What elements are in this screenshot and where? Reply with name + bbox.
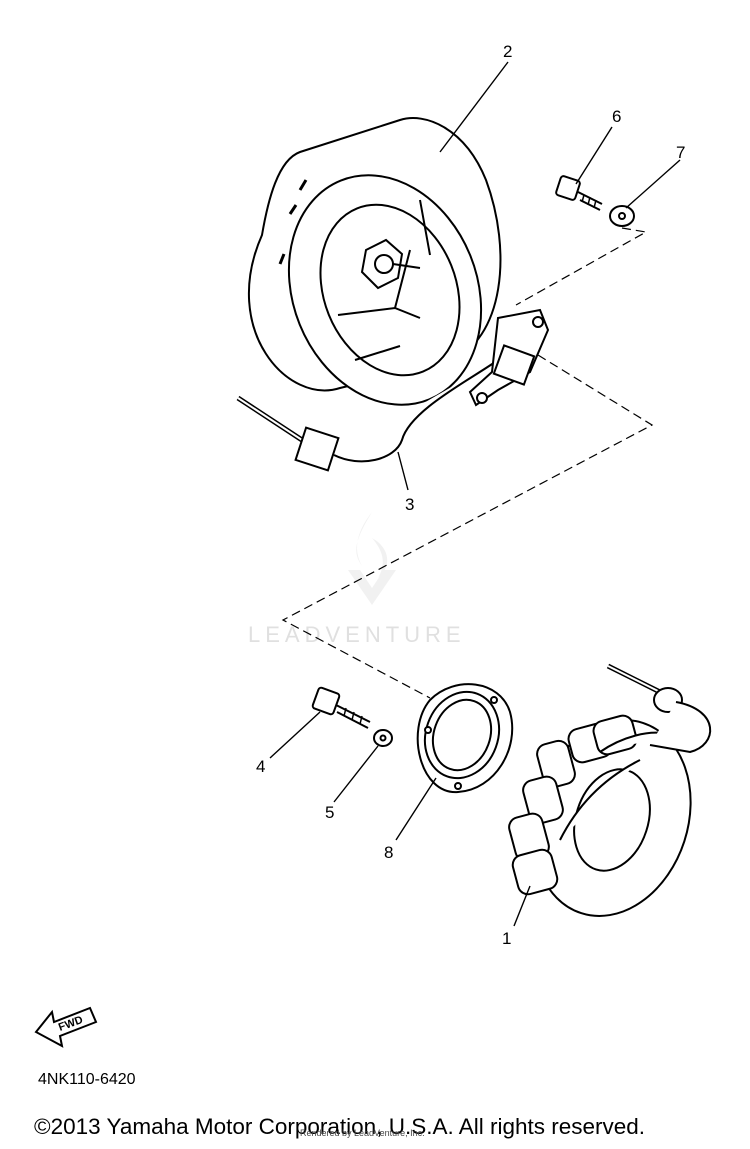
part-code: 4NK110-6420 <box>38 1071 136 1088</box>
rendered-by-note: Rendered by LeadVenture, Inc. <box>300 1128 425 1138</box>
callout-5: 5 <box>325 803 334 822</box>
callout-4: 4 <box>256 757 265 776</box>
bolt-6 <box>555 175 603 211</box>
stator-1 <box>508 663 712 917</box>
fwd-arrow-icon: FWD <box>34 1006 98 1048</box>
callout-6: 6 <box>612 107 621 126</box>
bolt-4 <box>311 686 371 729</box>
washer-5 <box>373 729 393 747</box>
callout-1: 1 <box>502 929 511 948</box>
callout-3: 3 <box>405 495 414 514</box>
callout-2: 2 <box>503 42 512 61</box>
callout-8: 8 <box>384 843 393 862</box>
watermark-logo <box>348 512 396 605</box>
copyright-notice: ©2013 Yamaha Motor Corporation, U.S.A. A… <box>34 1114 646 1139</box>
assembly-lines <box>281 227 654 699</box>
leader-lines <box>269 61 681 927</box>
watermark-text: LEADVENTURE <box>248 622 466 647</box>
callout-labels: 2 6 7 3 4 5 8 1 <box>256 42 685 948</box>
gasket-8 <box>416 683 514 794</box>
callout-7: 7 <box>676 143 685 162</box>
pickup-coil-assembly <box>236 308 550 472</box>
rotor-flywheel <box>247 117 502 406</box>
washer-7 <box>609 205 635 227</box>
